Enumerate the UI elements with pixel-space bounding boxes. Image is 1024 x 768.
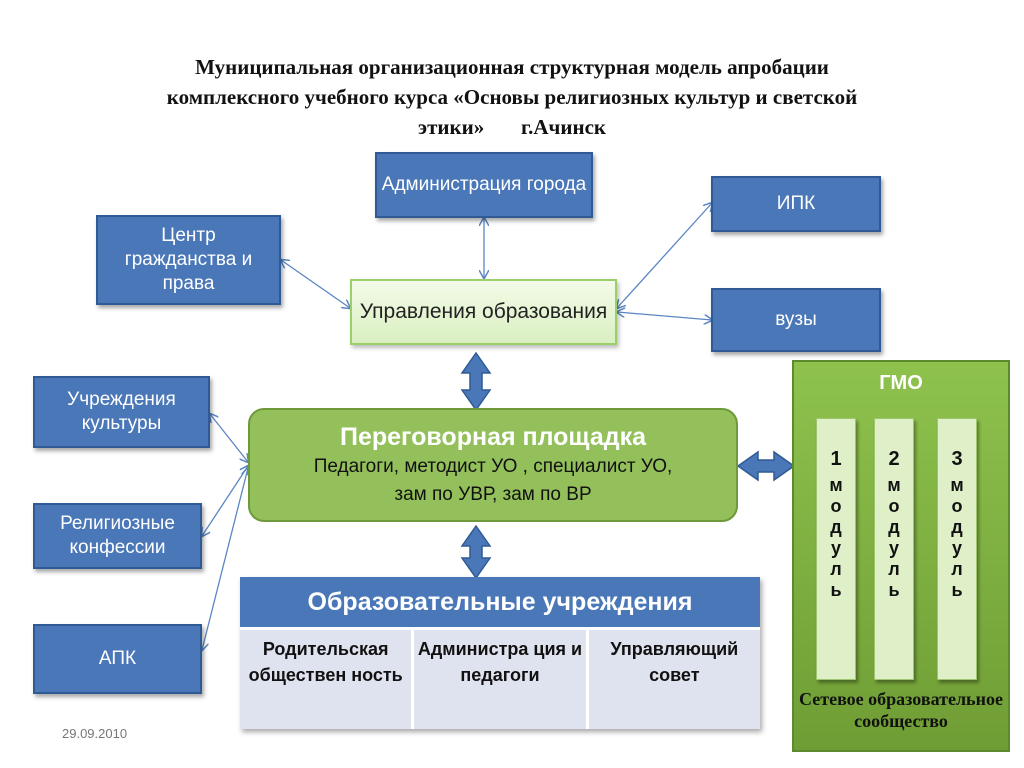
hub-subtitle-line-1: Педагоги, методист УО , специалист УО, (313, 456, 673, 477)
node-center-civic: Центр гражданства и права (96, 215, 281, 305)
slide-date: 29.09.2010 (62, 726, 128, 741)
hub-subtitle-line-2: зам по УВР, зам по ВР (394, 484, 592, 505)
double-arrow-hub-gmo (736, 450, 796, 482)
gmo-panel: ГМО 1 модуль 2 модуль 3 модуль Сетевое о… (792, 360, 1010, 752)
negotiation-platform: Переговорная площадка Педагоги, методист… (248, 408, 738, 522)
connector-ipk-edu (617, 203, 712, 308)
node-culture: Учреждения культуры (33, 376, 210, 448)
node-culture-label: Учреждения культуры (67, 389, 176, 434)
gmo-title: ГМО (879, 372, 923, 394)
connector-culture-hub (210, 414, 248, 462)
node-center-civic-label: Центр гражданства и права (124, 225, 253, 294)
institutions-cell-parents: Родительская обществен ность (240, 630, 415, 729)
gmo-module-3-word: модуль (947, 475, 967, 601)
institutions-header: Образовательные учреждения (240, 577, 760, 630)
gmo-module-3: 3 модуль (937, 418, 977, 680)
title-line-3: этики» г.Ачинск (418, 115, 606, 139)
connector-center-edu (281, 260, 350, 308)
node-universities: вузы (711, 288, 881, 352)
node-apk-label: АПК (98, 648, 137, 669)
hub-title: Переговорная площадка (339, 423, 647, 451)
connector-religion-hub (202, 466, 248, 536)
gmo-module-2-digit: 2 (888, 448, 900, 470)
institutions-row: Родительская обществен ность Администра … (240, 630, 760, 729)
title-line-2: комплексного учебного курса «Основы рели… (166, 85, 858, 109)
node-edu-dept-label: Управления образования (359, 300, 608, 323)
title-line-1: Муниципальная организационная структурна… (195, 55, 829, 79)
institutions-table: Образовательные учреждения Родительская … (240, 577, 760, 729)
gmo-module-1-digit: 1 (830, 448, 842, 470)
node-religion: Религиозные конфессии (33, 503, 202, 569)
institutions-cell-council: Управляющий совет (588, 630, 760, 729)
double-arrow-edu-hub (460, 351, 492, 412)
node-ipk: ИПК (711, 176, 881, 232)
node-edu-dept: Управления образования (350, 279, 617, 345)
node-admin-city-label: Администрация города (381, 174, 587, 195)
gmo-module-3-digit: 3 (951, 448, 963, 470)
node-universities-label: вузы (775, 309, 817, 330)
node-religion-label: Религиозные конфессии (60, 513, 175, 558)
double-arrow-hub-institutions (460, 524, 492, 580)
connector-apk-hub (202, 468, 248, 650)
gmo-module-1-word: модуль (826, 475, 846, 601)
gmo-module-2: 2 модуль (874, 418, 914, 680)
node-ipk-label: ИПК (776, 193, 816, 214)
gmo-module-1: 1 модуль (816, 418, 856, 680)
node-apk: АПК (33, 624, 202, 694)
node-admin-city: Администрация города (375, 152, 593, 218)
gmo-caption: Сетевое образовательное сообщество (799, 689, 1003, 731)
page-title: Муниципальная организационная структурна… (60, 52, 964, 142)
connector-vuzy-edu (617, 312, 712, 320)
gmo-module-2-word: модуль (884, 475, 904, 601)
institutions-cell-admin: Администра ция и педагоги (414, 630, 589, 729)
